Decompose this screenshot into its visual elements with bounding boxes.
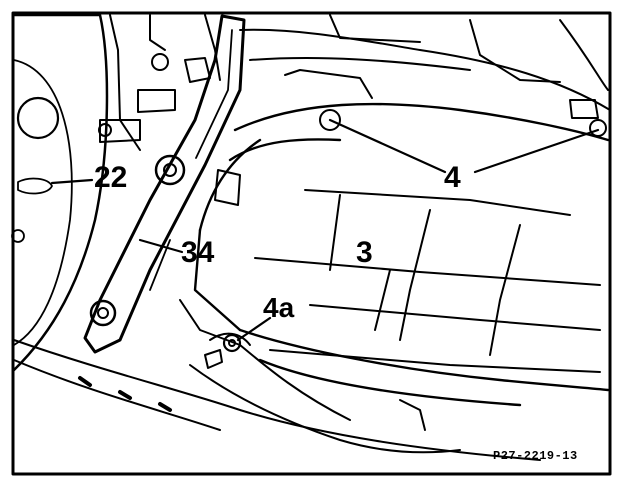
figure-code: P27-2219-13 xyxy=(493,449,578,463)
leader-4a xyxy=(236,316,272,342)
lower-body xyxy=(13,299,541,461)
callout-4a: 4a xyxy=(263,292,295,323)
callout-34: 34 xyxy=(181,236,215,269)
leader-22 xyxy=(50,178,94,185)
callout-3: 3 xyxy=(356,236,373,269)
transmission-case xyxy=(239,14,611,137)
upper-bracket xyxy=(98,14,221,151)
figure-frame xyxy=(11,11,612,476)
callout-22: 22 xyxy=(94,161,128,194)
leader-4-left xyxy=(328,118,447,174)
torque-converter-housing xyxy=(11,13,109,372)
leader-34 xyxy=(138,238,184,254)
leader-lines xyxy=(50,118,600,342)
oil-pan-grid xyxy=(254,189,601,373)
oil-pan-3 xyxy=(193,102,610,407)
leader-4-right xyxy=(473,128,600,174)
callout-4: 4 xyxy=(444,161,461,194)
